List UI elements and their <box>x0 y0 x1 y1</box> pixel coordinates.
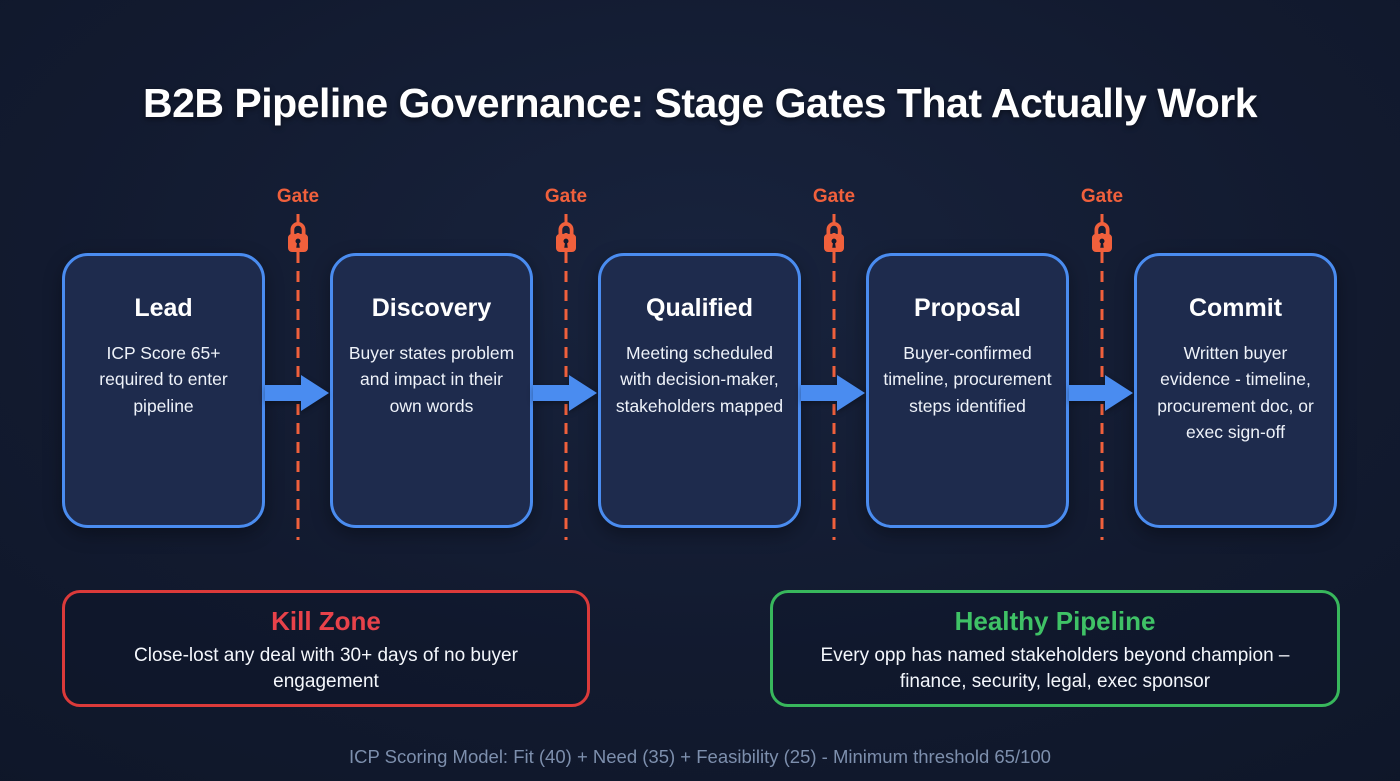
stage-gate-2: Gate <box>536 186 596 540</box>
lock-icon <box>556 222 576 252</box>
stage-gate-3: Gate <box>804 186 864 540</box>
gate-label: Gate <box>276 186 320 207</box>
healthy-pipeline-title: Healthy Pipeline <box>954 606 1156 636</box>
stage-card-commit: Commit Written buyer evidence - timeline… <box>1134 253 1337 528</box>
lock-icon <box>288 222 308 252</box>
stage-title: Commit <box>1188 294 1283 322</box>
gate-dashed-line <box>564 214 568 540</box>
healthy-pipeline-panel: Healthy Pipeline Every opp has named sta… <box>770 590 1340 707</box>
gate-label: Gate <box>812 186 856 207</box>
stage-card-qualified: Qualified Meeting scheduled with decisio… <box>598 253 801 528</box>
gate-label: Gate <box>1080 186 1124 207</box>
stage-description: Buyer states problem and impact in their… <box>348 343 515 416</box>
stage-card-discovery: Discovery Buyer states problem and impac… <box>330 253 533 528</box>
kill-zone-description: Close-lost any deal with 30+ days of no … <box>134 645 518 692</box>
arrow-right-icon <box>1069 375 1133 411</box>
kill-zone-title: Kill Zone <box>271 606 381 636</box>
healthy-pipeline-description: Every opp has named stakeholders beyond … <box>820 645 1290 692</box>
stage-description: ICP Score 65+ required to enter pipeline <box>99 343 228 416</box>
page-title: B2B Pipeline Governance: Stage Gates Tha… <box>143 80 1258 126</box>
icp-scoring-footnote: ICP Scoring Model: Fit (40) + Need (35) … <box>349 746 1051 767</box>
stage-card-lead: Lead ICP Score 65+ required to enter pip… <box>62 253 265 528</box>
stage-title: Qualified <box>646 294 753 322</box>
stage-description: Written buyer evidence - timeline, procu… <box>1157 343 1314 442</box>
lock-icon <box>824 222 844 252</box>
arrow-right-icon <box>265 375 329 411</box>
arrow-right-icon <box>801 375 865 411</box>
lock-icon <box>1092 222 1112 252</box>
gate-dashed-line <box>832 214 836 540</box>
gate-dashed-line <box>1100 214 1104 540</box>
stage-title: Lead <box>134 294 193 322</box>
arrow-right-icon <box>533 375 597 411</box>
stage-card-proposal: Proposal Buyer-confirmed timeline, procu… <box>866 253 1069 528</box>
stage-gate-4: Gate <box>1072 186 1132 540</box>
stage-gate-1: Gate <box>268 186 328 540</box>
stage-title: Discovery <box>371 294 492 322</box>
kill-zone-panel: Kill Zone Close-lost any deal with 30+ d… <box>62 590 590 707</box>
gate-dashed-line <box>296 214 300 540</box>
stage-title: Proposal <box>914 294 1021 322</box>
stage-description: Meeting scheduled with decision-maker, s… <box>615 343 784 416</box>
stage-description: Buyer-confirmed timeline, procurement st… <box>883 343 1052 416</box>
gate-label: Gate <box>544 186 588 207</box>
